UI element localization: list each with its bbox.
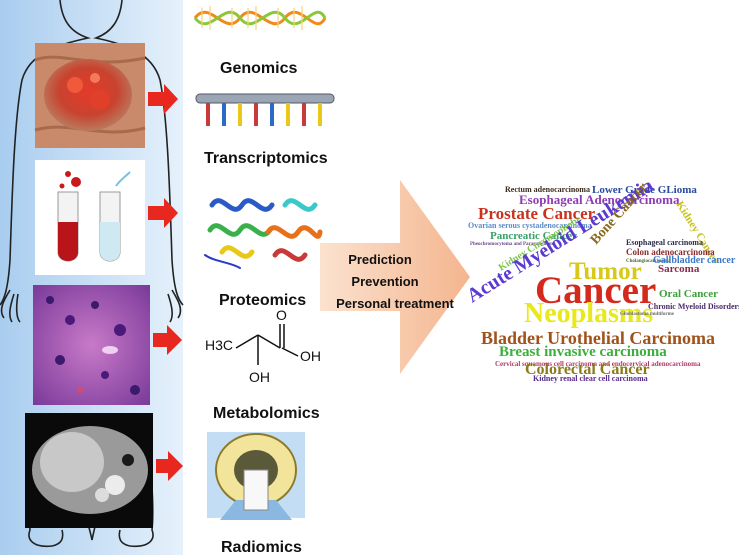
arrow-metabolomics <box>153 325 182 355</box>
word-cloud-term: Lower Grade GLioma <box>592 184 697 196</box>
word-cloud-term: Tumor <box>569 258 642 285</box>
red-arrows <box>148 84 183 481</box>
word-cloud-term: Oral Cancer <box>659 288 718 300</box>
label-transcriptomics: Transcriptomics <box>204 150 328 167</box>
dna-helix-icon <box>193 6 327 30</box>
arrow-line-prediction: Prediction <box>348 252 412 267</box>
blood-sample-tubes <box>35 160 145 275</box>
transcript-strand-icon <box>195 93 335 126</box>
lactic-acid-molecule-icon: H3C O OH OH <box>205 307 321 385</box>
histology-slide-image <box>33 285 150 405</box>
word-cloud-term: Cancer <box>535 269 656 312</box>
word-cloud-term: Colorectal Cancer <box>525 361 650 378</box>
word-cloud-term: Chronic Myeloid Disorders <box>648 302 739 311</box>
word-cloud-term: Pheochromocytoma and Paraganglioma <box>470 242 556 247</box>
molecule-oh-acid: OH <box>300 348 321 364</box>
word-cloud-term: Neoplasms <box>524 298 653 329</box>
word-cloud-term: Prostate Cancer <box>478 204 596 223</box>
label-radiomics: Radiomics <box>221 539 302 555</box>
molecule-oh-alcohol: OH <box>249 369 270 385</box>
word-cloud-term: Pancreatic Cancer <box>490 230 577 242</box>
word-cloud-term: Cervical squamous cell carcinoma and end… <box>495 360 701 368</box>
word-cloud-term: Ovarian serous cystadenocarcinoma <box>468 221 592 230</box>
word-cloud-term: Breast invasive carcinoma <box>499 344 667 360</box>
word-cloud-term: Glioblastoma multiforme <box>620 312 675 317</box>
word-cloud-term: Gallbladder cancer <box>653 255 736 266</box>
arrow-genomics <box>148 84 178 114</box>
label-genomics: Genomics <box>220 60 297 77</box>
label-proteomics: Proteomics <box>219 292 306 309</box>
arrow-line-prevention: Prevention <box>351 274 418 289</box>
word-cloud-term: Rectum adenocarcinoma <box>505 185 590 194</box>
ct-scan-image <box>25 413 153 528</box>
molecule-h3c: H3C <box>205 337 233 353</box>
word-cloud-term: Esophageal carcinoma <box>626 238 703 247</box>
word-cloud-term: Bladder Urothelial Carcinoma <box>481 328 715 348</box>
word-cloud-term: Kidney renal clear cell carcinoma <box>533 374 648 383</box>
arrow-line-personal-treatment: Personal treatment <box>336 296 454 311</box>
arrow-proteomics <box>148 198 178 228</box>
arrow-radiomics <box>156 451 183 481</box>
word-cloud-term: Sarcoma <box>658 263 700 275</box>
label-metabolomics: Metabolomics <box>213 405 320 422</box>
prediction-arrow <box>320 180 470 374</box>
tumor-tissue-photo <box>34 43 146 148</box>
protein-structure-icon <box>204 198 323 269</box>
molecule-o: O <box>276 307 287 323</box>
word-cloud-term: Cholangiocarcinoma <box>626 259 671 264</box>
word-cloud-term: Esophageal Adenocarcinoma <box>519 192 680 207</box>
arrow-text: Prediction Prevention Personal treatment <box>336 252 454 311</box>
ct-scanner-icon <box>207 432 305 520</box>
word-cloud-term: Colon adenocarcinoma <box>626 247 715 257</box>
omics-labels: Genomics Transcriptomics Proteomics Meta… <box>204 60 328 556</box>
